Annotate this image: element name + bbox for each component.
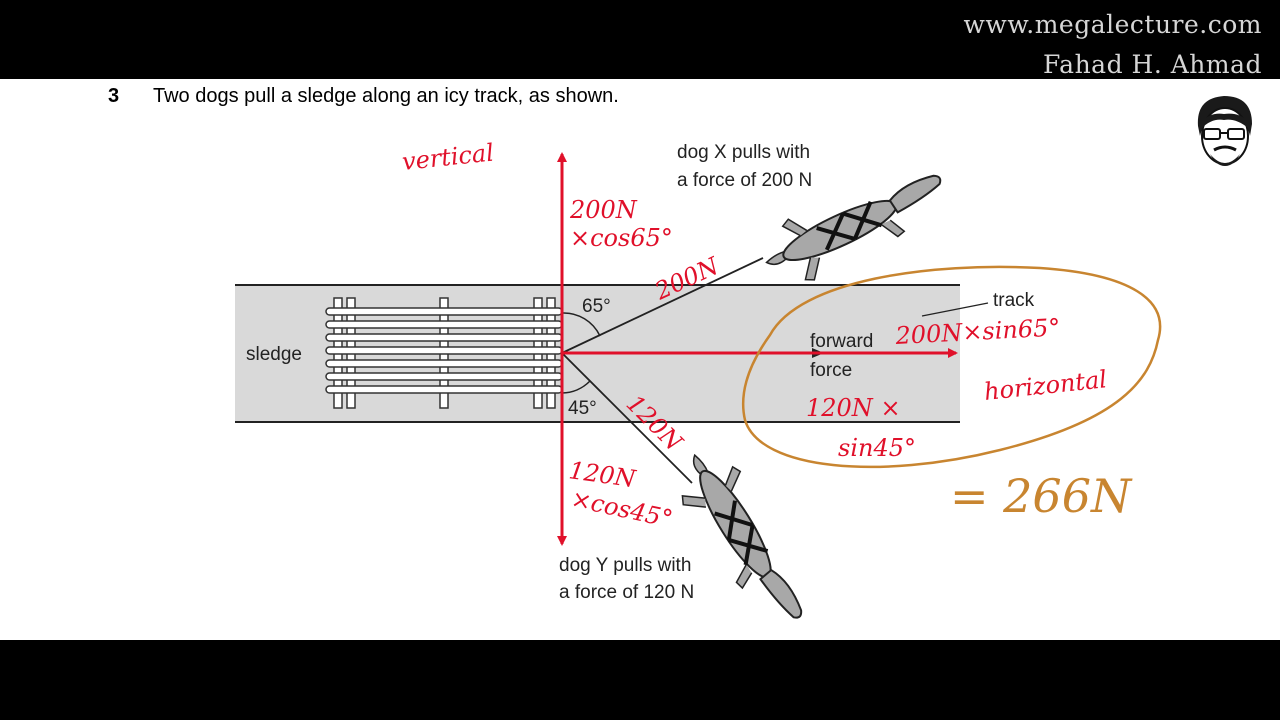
horizontal-components-loop [741, 265, 1162, 469]
presenter-avatar [1197, 96, 1252, 166]
track-label-leader [921, 302, 989, 317]
question-text: Two dogs pull a sledge along an icy trac… [153, 85, 619, 107]
vertical-annotation: vertical [401, 139, 495, 176]
forward-force-label-line1: forward [810, 331, 873, 352]
angle-45-label: 45° [568, 398, 597, 419]
dog-y-label-line1: dog Y pulls with [559, 555, 691, 576]
forward-force-label-line2: force [810, 360, 852, 381]
sledge-label: sledge [246, 344, 302, 365]
x-vertical-component-line2: ×cos65° [570, 224, 673, 252]
question-number: 3 [108, 85, 120, 107]
track-label: track [993, 290, 1035, 311]
rope-dog-y [561, 352, 693, 484]
dog-y [681, 453, 803, 619]
top-black-bar [0, 0, 1280, 79]
y-vertical-component-line2: ×cos45° [569, 484, 675, 533]
angle-arc-65 [561, 312, 601, 337]
dog-y-label-line2: a force of 120 N [559, 582, 694, 603]
sledge [325, 297, 563, 409]
y-horizontal-component-line1: 120N × [806, 394, 901, 422]
angle-arc-45 [561, 380, 591, 394]
angle-65-label: 65° [582, 296, 611, 317]
x-vertical-component-line1: 200N [569, 196, 638, 224]
resultant-force-answer: = 266N [950, 469, 1133, 523]
bottom-black-bar [0, 640, 1280, 720]
y-horizontal-component-line2: sin45° [838, 434, 916, 462]
watermark-author: Fahad H. Ahmad [1043, 50, 1262, 79]
dog-x [765, 174, 942, 281]
watermark-url: www.megalecture.com [963, 10, 1262, 39]
rope-dog-x [561, 257, 764, 354]
dog-x-label-line1: dog X pulls with [677, 142, 810, 163]
horizontal-annotation: horizontal [983, 365, 1108, 406]
dog-x-label-line2: a force of 200 N [677, 170, 812, 191]
